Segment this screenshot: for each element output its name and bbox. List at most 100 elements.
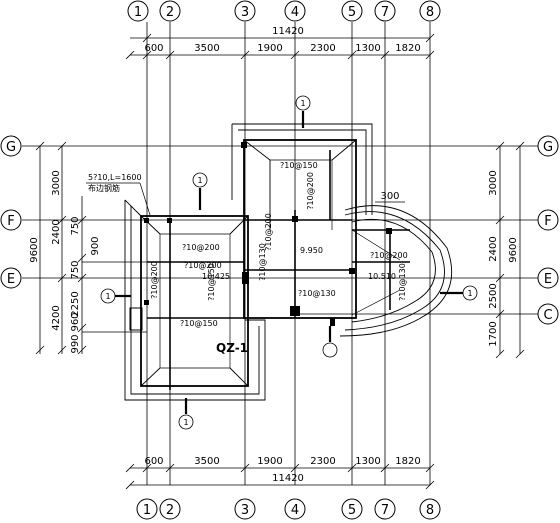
rebar-label: ?10@200 xyxy=(182,243,220,252)
grid-label-top-7: 7 xyxy=(381,5,389,20)
dim-left-inner-4: 2250 xyxy=(70,291,81,316)
roof-outline xyxy=(124,123,453,401)
dim-top-2: 3500 xyxy=(194,43,219,54)
section-mark-label: 1 xyxy=(105,292,110,301)
dim-left-inner-3: 750 xyxy=(70,260,81,279)
grid-bubbles-bottom xyxy=(136,498,441,520)
dim-right-2: 2400 xyxy=(488,236,499,261)
dim-bottom-2: 3500 xyxy=(194,456,219,467)
section-mark-cuts xyxy=(115,111,463,414)
column xyxy=(290,306,300,316)
column xyxy=(292,216,298,222)
grid-label-bottom-2: 2 xyxy=(166,503,174,518)
elevation-label: 9.950 xyxy=(300,246,323,255)
section-mark-label: 1 xyxy=(197,176,202,185)
grid-bubbles-left xyxy=(0,135,22,289)
column xyxy=(241,142,247,148)
section-mark-label: 1 xyxy=(300,99,305,108)
rebar-label: ?10@130 xyxy=(398,263,407,301)
opening-box xyxy=(129,307,143,331)
dim-left-inner-5: 960 xyxy=(70,312,81,331)
grid-label-left-E: E xyxy=(7,272,15,287)
qz-label: QZ-1 xyxy=(216,341,248,355)
elevation-label: 10.425 xyxy=(202,272,230,281)
grid-label-right-F: F xyxy=(544,214,551,229)
beam-lines xyxy=(147,150,410,390)
dim-bottom-5: 1300 xyxy=(355,456,380,467)
rebar-label: ?10@200 xyxy=(150,261,159,299)
grid-label-bottom-4: 4 xyxy=(291,503,299,518)
dim-bottom-1: 600 xyxy=(144,456,163,467)
grid-label-top-1: 1 xyxy=(134,5,142,20)
dim-left-inner-2: 900 xyxy=(90,236,101,255)
grid-label-left-F: F xyxy=(7,214,14,229)
grid-label-top-8: 8 xyxy=(426,5,434,20)
rebar-label: ?10@200 xyxy=(264,213,273,251)
column xyxy=(167,218,172,223)
section-marks xyxy=(100,95,478,430)
grid-label-right-C: C xyxy=(543,308,552,323)
note-text: 5?10,L=1600 xyxy=(88,173,142,182)
rebar-label: ?10@200 xyxy=(370,251,408,260)
dim-bottom-6: 1820 xyxy=(395,456,420,467)
grid-label-left-G: G xyxy=(6,140,16,155)
dimension-lines-bottom xyxy=(125,463,435,490)
grid-bubbles-right xyxy=(537,135,559,325)
dim-top-4: 2300 xyxy=(310,43,335,54)
grid-label-bottom-5: 5 xyxy=(348,503,356,518)
grid-label-bottom-7: 7 xyxy=(381,503,389,518)
column xyxy=(330,318,335,326)
column xyxy=(242,272,249,284)
grid-label-bottom-3: 3 xyxy=(241,503,249,518)
column xyxy=(349,268,355,274)
dim-bottom-4: 2300 xyxy=(310,456,335,467)
rebar-label: ?10@150 xyxy=(180,319,218,328)
section-mark xyxy=(295,95,311,111)
dimension-lines-top xyxy=(125,33,435,60)
dim-right-4: 1700 xyxy=(488,321,499,346)
columns xyxy=(144,142,392,326)
dim-left-outer-1: 3000 xyxy=(51,170,62,195)
column xyxy=(386,228,392,234)
section-mark xyxy=(178,414,194,430)
dim-top-6: 1820 xyxy=(395,43,420,54)
rebar-label: ?10@130 xyxy=(258,243,267,281)
dim-top-total: 11420 xyxy=(272,26,304,37)
dim-bottom-total: 11420 xyxy=(272,473,304,484)
rebar-label: ?10@150 xyxy=(207,263,216,301)
dim-left-total: 9600 xyxy=(29,237,40,262)
dim-300: 300 xyxy=(380,191,399,202)
dim-right-3: 2500 xyxy=(488,283,499,308)
dim-top-5: 1300 xyxy=(355,43,380,54)
section-mark xyxy=(322,342,338,358)
rebar-label: ?10@200 xyxy=(184,261,222,270)
dim-left-outer-2: 2400 xyxy=(51,219,62,244)
dim-left-inner-6: 990 xyxy=(70,334,81,353)
grid-label-right-E: E xyxy=(544,272,552,287)
section-mark-label: 1 xyxy=(467,289,472,298)
grid-bubbles-top xyxy=(127,0,441,22)
grid-label-bottom-1: 1 xyxy=(143,503,151,518)
dim-top-3: 1900 xyxy=(257,43,282,54)
dimension-lines-right xyxy=(495,141,525,359)
column xyxy=(144,300,149,305)
dim-bottom-3: 1900 xyxy=(257,456,282,467)
rebar-label: ?10@130 xyxy=(298,289,336,298)
grid-label-right-G: G xyxy=(543,140,553,155)
grid-label-top-4: 4 xyxy=(291,5,299,20)
dim-left-inner-1: 750 xyxy=(70,216,81,235)
dim-right-total: 9600 xyxy=(508,237,519,262)
rebar-label: ?10@200 xyxy=(306,172,315,210)
grid-label-top-3: 3 xyxy=(241,5,249,20)
dim-left-outer-3: 4200 xyxy=(51,305,62,330)
note-text-2: 布边钢筋 xyxy=(88,183,120,193)
column xyxy=(144,218,149,223)
grid-label-top-2: 2 xyxy=(166,5,174,20)
dim-right-1: 3000 xyxy=(488,170,499,195)
dimension-lines-left xyxy=(35,141,147,355)
grid-label-bottom-8: 8 xyxy=(426,503,434,518)
grid-label-top-5: 5 xyxy=(348,5,356,20)
elevation-label: 10.510 xyxy=(368,272,396,281)
rebar-label: ?10@150 xyxy=(280,161,318,170)
